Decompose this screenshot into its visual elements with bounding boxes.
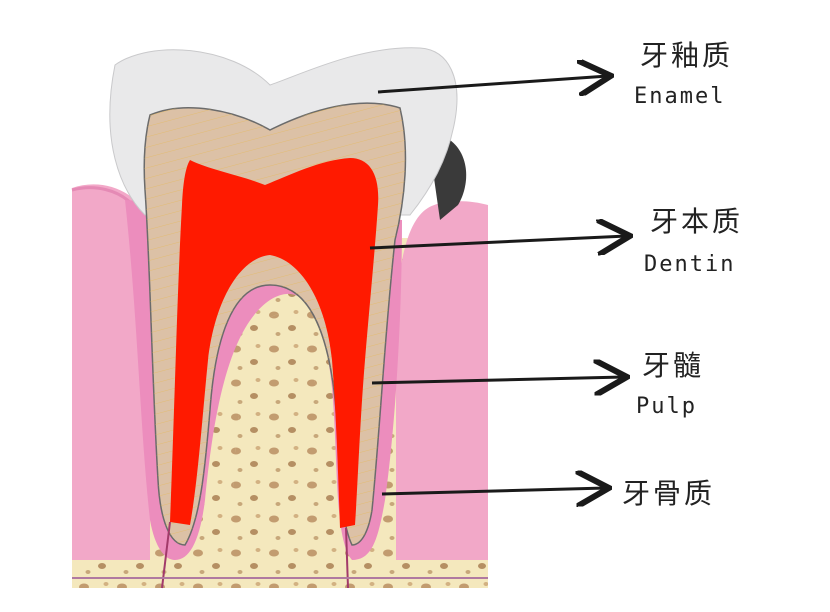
enamel-label-english: Enamel bbox=[634, 84, 726, 109]
cementum-label-chinese: 牙骨质 bbox=[622, 477, 716, 510]
dentin-arrow bbox=[369, 236, 627, 248]
pulp-label-english: Pulp bbox=[636, 394, 697, 419]
enamel-arrow bbox=[377, 76, 608, 92]
pulp-arrow bbox=[371, 377, 624, 383]
dentin-label-chinese: 牙本质 bbox=[650, 205, 744, 238]
pulp-label-chinese: 牙髓 bbox=[642, 349, 705, 382]
cementum-arrow bbox=[381, 488, 606, 494]
pulp bbox=[170, 158, 379, 528]
gum-left bbox=[72, 184, 150, 560]
enamel-label-chinese: 牙釉质 bbox=[640, 39, 734, 72]
dentin-label-english: Dentin bbox=[644, 252, 736, 277]
